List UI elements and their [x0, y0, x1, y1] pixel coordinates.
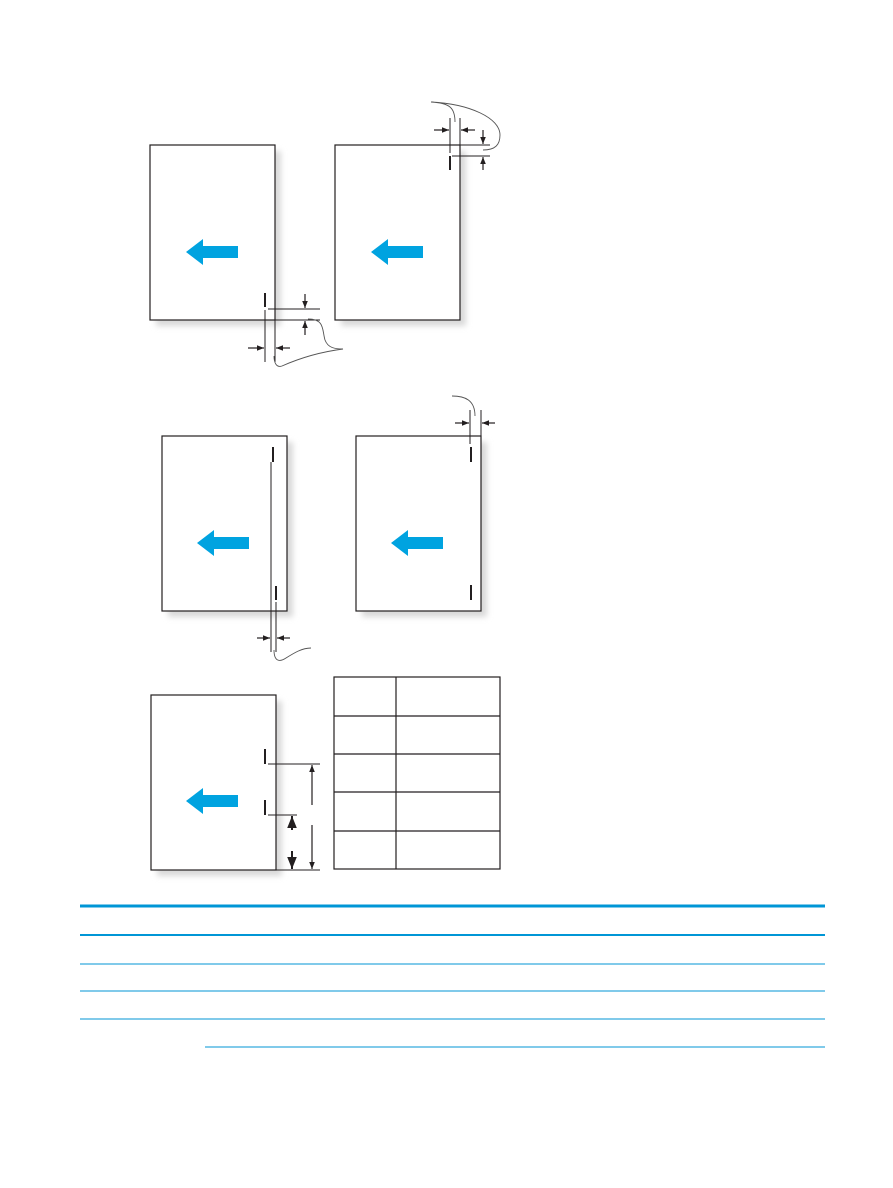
callout-curve-icon: [451, 395, 476, 417]
reference-table: [333, 676, 501, 870]
callout-curve-icon: [273, 647, 312, 661]
spacing-marks: [264, 749, 320, 871]
bottom-corner-mark: [248, 293, 344, 367]
top-corner-mark: [430, 101, 501, 170]
edge-marks: [451, 395, 495, 600]
figure-1: [149, 101, 501, 367]
paper-sheet: [161, 435, 288, 612]
callout-curve-icon: [430, 101, 501, 151]
figure-3: [150, 676, 501, 876]
empty-table-rules: [80, 904, 825, 1048]
figure-2: [161, 395, 495, 661]
paper-sheet: [334, 144, 461, 321]
edge-marks: [257, 447, 312, 661]
paper-sheet: [150, 694, 277, 871]
paper-sheet: [355, 435, 482, 612]
paper-sheet: [149, 144, 276, 321]
callout-curve-icon: [273, 318, 344, 367]
